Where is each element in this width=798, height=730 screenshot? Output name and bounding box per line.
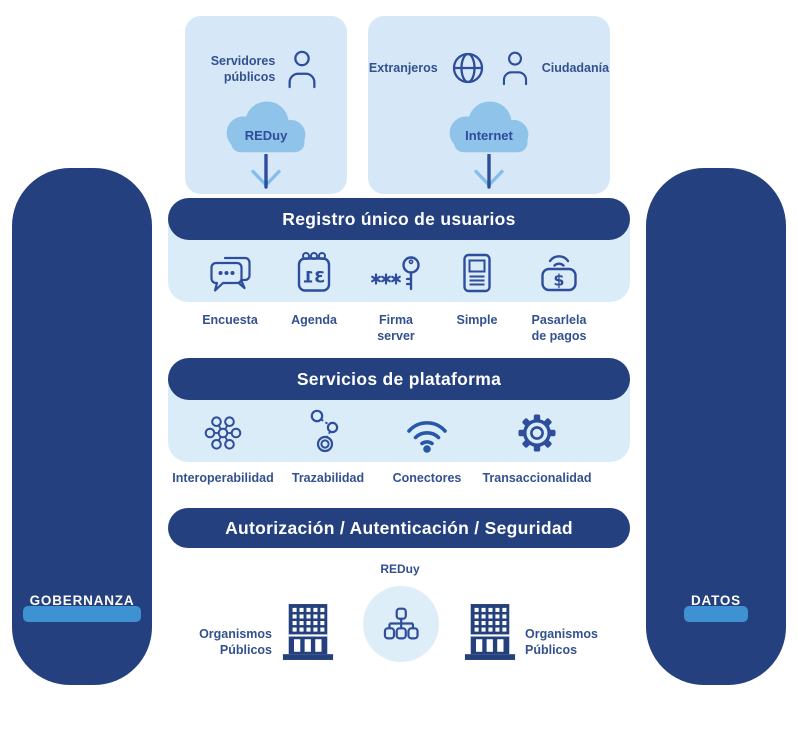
chat-bubbles-icon <box>182 248 278 298</box>
user-registry-title: Registro único de usuarios <box>282 208 516 229</box>
internet-cloud-label: Internet <box>465 128 513 143</box>
item-label-pasarela: Pasarlela de pagos <box>531 313 587 344</box>
item-label-interoperabilidad: Interoperabilidad <box>172 471 274 485</box>
governance-badge: GOBERNANZA <box>12 592 152 628</box>
internet-cloud: Internet <box>433 98 545 154</box>
dollar-symbol: $ <box>553 271 564 290</box>
government-building-icon <box>463 602 517 662</box>
traceability-nodes-icon <box>280 406 376 456</box>
security-title: Autorización / Autenticación / Seguridad <box>225 517 573 538</box>
payment-card-icon: $ <box>511 248 607 298</box>
platform-services-band: Servicios de plataforma <box>168 358 630 400</box>
data-label: DATOS <box>690 593 741 608</box>
foreigners-label: Extranjeros <box>368 60 438 75</box>
document-icon <box>429 248 525 298</box>
public-servants-label: Servidores públicos <box>210 53 276 84</box>
calendar-number: 31 <box>303 268 325 287</box>
data-pillar: DATOS <box>646 168 786 685</box>
reduy-cloud: REDuy <box>210 98 322 154</box>
org-hierarchy-icon <box>383 607 419 640</box>
government-building-icon <box>281 602 335 662</box>
item-label-simple: Simple <box>456 313 498 327</box>
badge-highlight <box>23 606 141 622</box>
public-servants-row: Servidores públicos <box>185 48 347 90</box>
governance-label: GOBERNANZA <box>29 593 135 608</box>
down-arrow-icon <box>249 154 283 192</box>
item-label-encuesta: Encuesta <box>202 313 258 327</box>
badge-highlight <box>684 606 748 622</box>
cloud-icon <box>449 101 529 153</box>
item-label-transaccionalidad: Transaccionalidad <box>482 471 592 485</box>
item-label-conectores: Conectores <box>392 471 462 485</box>
person-icon <box>288 50 316 89</box>
item-label-agenda: Agenda <box>291 313 337 327</box>
interoperability-network-icon <box>175 408 271 458</box>
calendar-icon: 31 <box>266 248 362 298</box>
item-label-trazabilidad: Trazabilidad <box>291 471 365 485</box>
cloud-icon <box>226 101 306 153</box>
key-icon <box>348 248 444 298</box>
governance-pillar: GOBERNANZA <box>12 168 152 685</box>
platform-services-title: Servicios de plataforma <box>296 368 502 389</box>
left-organisms-label: Organismos Públicos <box>199 627 272 658</box>
right-organisms-label: Organismos Públicos <box>525 627 598 658</box>
citizenship-label: Ciudadanía <box>541 60 610 75</box>
gear-icon <box>489 408 585 458</box>
reduy-cloud-label: REDuy <box>244 128 288 143</box>
reduy-network-label: REDuy <box>380 562 420 576</box>
citizens-row: Extranjeros Ciudadanía <box>368 48 610 88</box>
down-arrow-icon <box>472 154 506 192</box>
item-label-firma-server: Firma server <box>377 313 415 344</box>
user-registry-band: Registro único de usuarios <box>168 198 630 240</box>
person-icon <box>502 51 527 86</box>
security-band: Autorización / Autenticación / Seguridad <box>168 508 630 548</box>
public-servants-source-box: Servidores públicos REDuy <box>185 16 347 194</box>
wifi-icon <box>379 408 475 458</box>
globe-icon <box>452 52 483 84</box>
reduy-network-circle <box>363 586 439 662</box>
citizens-source-box: Extranjeros Ciudadanía Intern <box>368 16 610 194</box>
data-badge: DATOS <box>646 592 786 628</box>
